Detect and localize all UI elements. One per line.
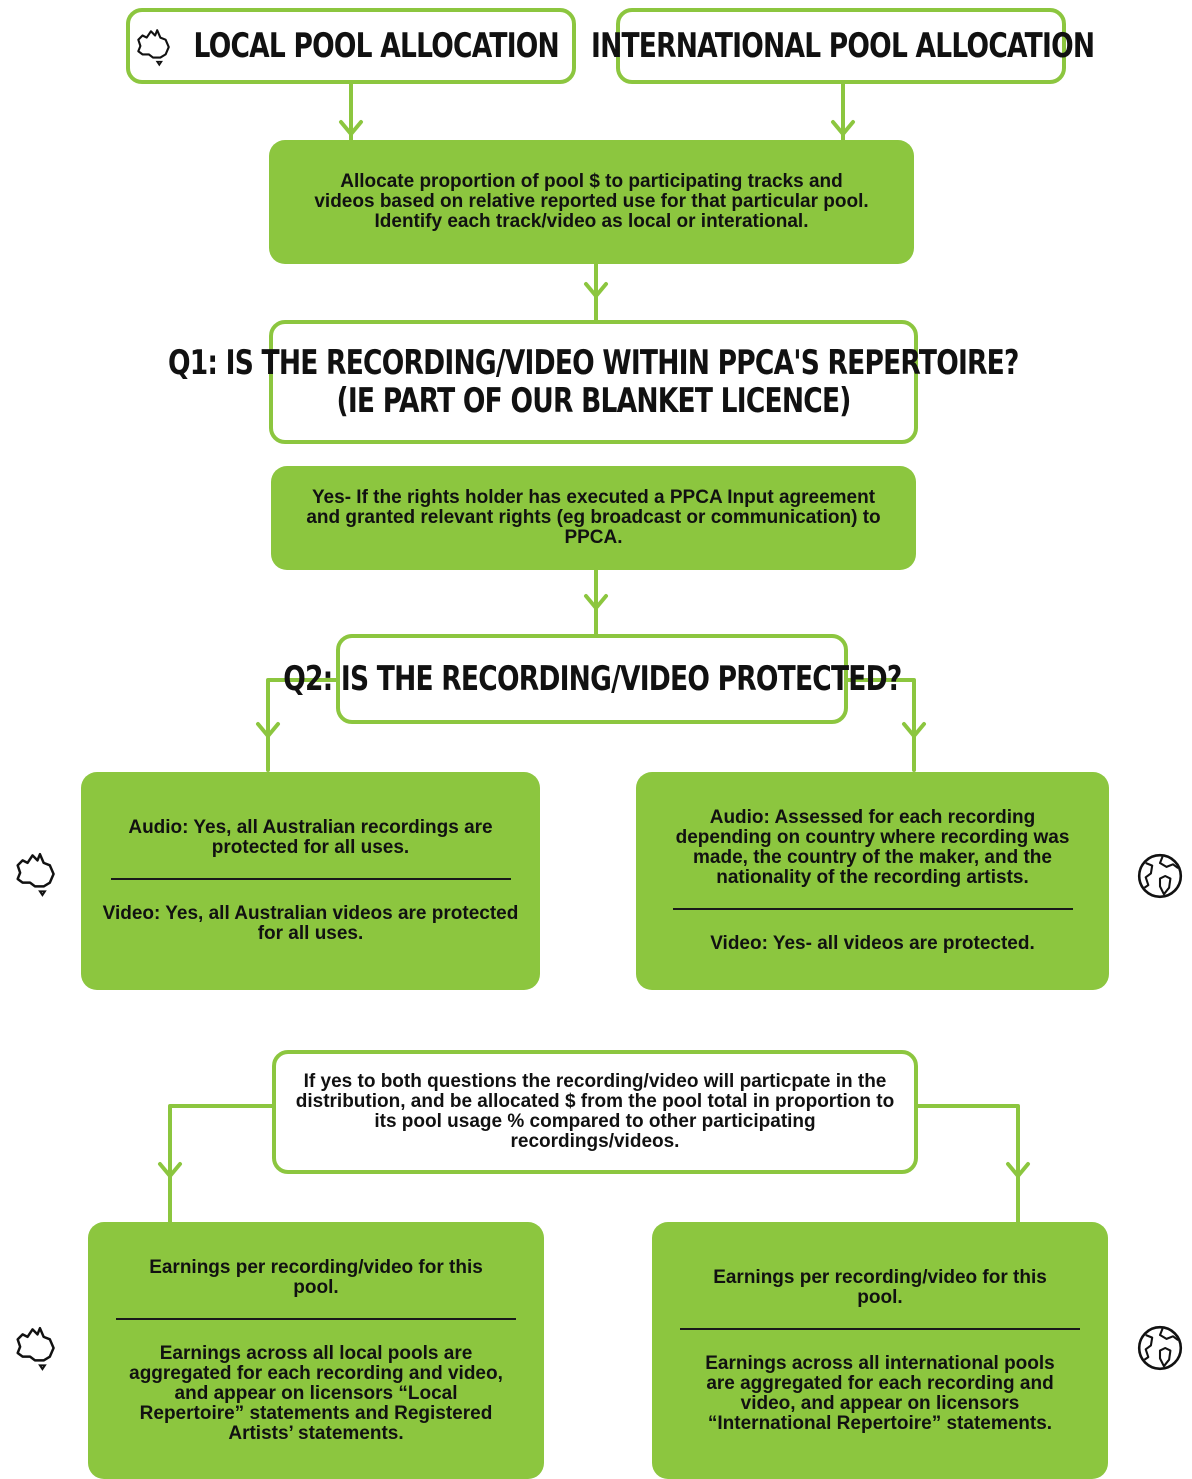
australia-icon [136, 29, 170, 67]
local-pool-allocation-box: LOCAL POOL ALLOCATION [126, 8, 576, 84]
q1-question: Q1: IS THE RECORDING/VIDEO WITHIN PPCA'S… [168, 343, 1019, 383]
international-earnings-per-recording: Earnings per recording/video for this po… [713, 1266, 1047, 1308]
international-pool-allocation-box: INTERNATIONAL POOL ALLOCATION [591, 8, 1095, 84]
yes-rights-text: Yes- If the rights holder has executed a… [306, 487, 881, 548]
q2-protected-box: Q2: IS THE RECORDING/VIDEO PROTECTED? [283, 634, 902, 724]
australia-icon [16, 1326, 55, 1371]
local-earnings-per-recording: Earnings per recording/video for this po… [149, 1256, 483, 1298]
international-earnings-box: Earnings per recording/video for this po… [652, 1222, 1108, 1479]
divider [116, 1317, 516, 1320]
participation-box: If yes to both questions the recording/v… [272, 1050, 918, 1174]
q1-subquestion: (IE PART OF OUR BLANKET LICENCE) [336, 381, 851, 421]
international-video-protection: Video: Yes- all videos are protected. [710, 933, 1035, 954]
local-pool-title: LOCAL POOL ALLOCATION [193, 26, 559, 66]
globe-icon [1137, 1325, 1183, 1371]
participation-text: If yes to both questions the recording/v… [295, 1071, 895, 1152]
q1-repertoire-box: Q1: IS THE RECORDING/VIDEO WITHIN PPCA'S… [168, 320, 1020, 444]
divider [672, 908, 1073, 910]
australia-icon [16, 852, 55, 897]
local-video-protection: Video: Yes, all Australian videos are pr… [102, 903, 519, 944]
local-protection-box: Audio: Yes, all Australian recordings ar… [81, 772, 540, 990]
allocate-proportion-text: Allocate proportion of pool $ to partici… [314, 171, 869, 232]
yes-rights-box: Yes- If the rights holder has executed a… [271, 466, 916, 570]
q2-question: Q2: IS THE RECORDING/VIDEO PROTECTED? [282, 659, 902, 699]
local-earnings-aggregate: Earnings across all local pools are aggr… [129, 1342, 503, 1444]
international-pool-title: INTERNATIONAL POOL ALLOCATION [591, 26, 1095, 66]
divider [110, 878, 511, 880]
divider [680, 1327, 1080, 1330]
local-earnings-box: Earnings per recording/video for this po… [88, 1222, 544, 1479]
international-protection-box: Audio: Assessed for each recording depen… [636, 772, 1109, 990]
international-earnings-aggregate: Earnings across all international pools … [705, 1352, 1055, 1434]
local-audio-protection: Audio: Yes, all Australian recordings ar… [128, 817, 493, 858]
globe-icon [1137, 853, 1183, 899]
allocate-proportion-box: Allocate proportion of pool $ to partici… [269, 140, 914, 264]
international-audio-protection: Audio: Assessed for each recording depen… [675, 807, 1070, 888]
